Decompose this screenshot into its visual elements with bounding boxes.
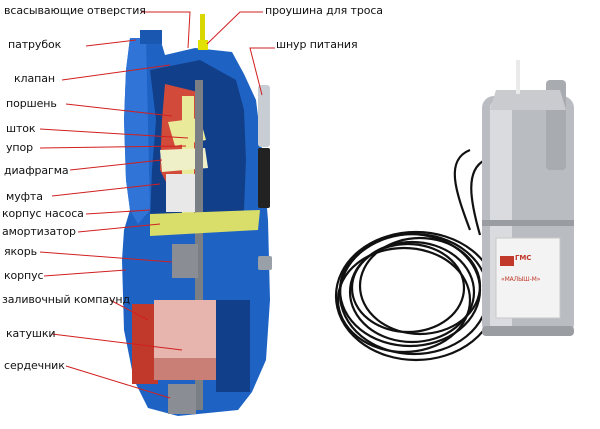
leader-piston xyxy=(65,103,173,117)
leader-pump-body xyxy=(85,209,151,215)
cable-coil xyxy=(334,148,498,362)
leader-armature xyxy=(39,251,173,263)
leader-valve xyxy=(61,64,171,81)
label-intake-holes: всасывающие отверстия xyxy=(4,4,146,17)
label-diaphragm: диафрагма xyxy=(4,164,69,177)
label-valve: клапан xyxy=(14,72,55,85)
label-coupling: муфта xyxy=(6,190,43,203)
nozzle-shape xyxy=(140,30,162,44)
leader-core xyxy=(65,365,171,399)
leader-coupling xyxy=(51,183,161,197)
label-piston: поршень xyxy=(6,97,57,110)
product-label xyxy=(495,237,561,319)
leader-power-cord xyxy=(249,47,275,96)
armature-shape xyxy=(172,244,198,278)
label-coils: катушки xyxy=(6,327,56,340)
leader-housing xyxy=(43,269,127,277)
leader-shock-absorber xyxy=(77,223,161,233)
coil-section xyxy=(132,300,250,414)
leader-rod xyxy=(39,128,189,139)
leader-rope-eye xyxy=(206,11,263,45)
label-rope-eye: проушина для троса xyxy=(265,4,383,17)
leader-potting xyxy=(109,299,149,321)
power-cord-shape xyxy=(258,85,270,208)
label-core: сердечник xyxy=(4,359,65,372)
leader-lines xyxy=(39,11,275,399)
brand-badge xyxy=(500,256,514,266)
label-armature: якорь xyxy=(4,245,37,258)
label-rod: шток xyxy=(6,122,36,135)
leader-diaphragm xyxy=(69,159,163,171)
housing-bolt-shape xyxy=(258,256,272,270)
leader-coils xyxy=(51,333,183,351)
label-power-cord: шнур питания xyxy=(276,38,358,51)
product-brand: ГМС xyxy=(515,254,532,262)
label-nozzle: патрубок xyxy=(8,38,62,51)
label-shock-absorber: амортизатор xyxy=(2,225,76,238)
product-model: «МАЛЫШ-М» xyxy=(501,276,541,283)
leader-intake xyxy=(141,11,191,49)
label-stop: упор xyxy=(6,141,34,154)
inner-cut-section xyxy=(150,60,260,410)
rope-eye-shape xyxy=(198,14,208,50)
label-housing: корпус xyxy=(4,269,44,282)
label-potting-compound: заливочный компаунд xyxy=(2,293,131,306)
leader-stop xyxy=(39,145,187,149)
label-pump-body: корпус насоса xyxy=(2,207,84,220)
leader-nozzle xyxy=(85,39,137,47)
